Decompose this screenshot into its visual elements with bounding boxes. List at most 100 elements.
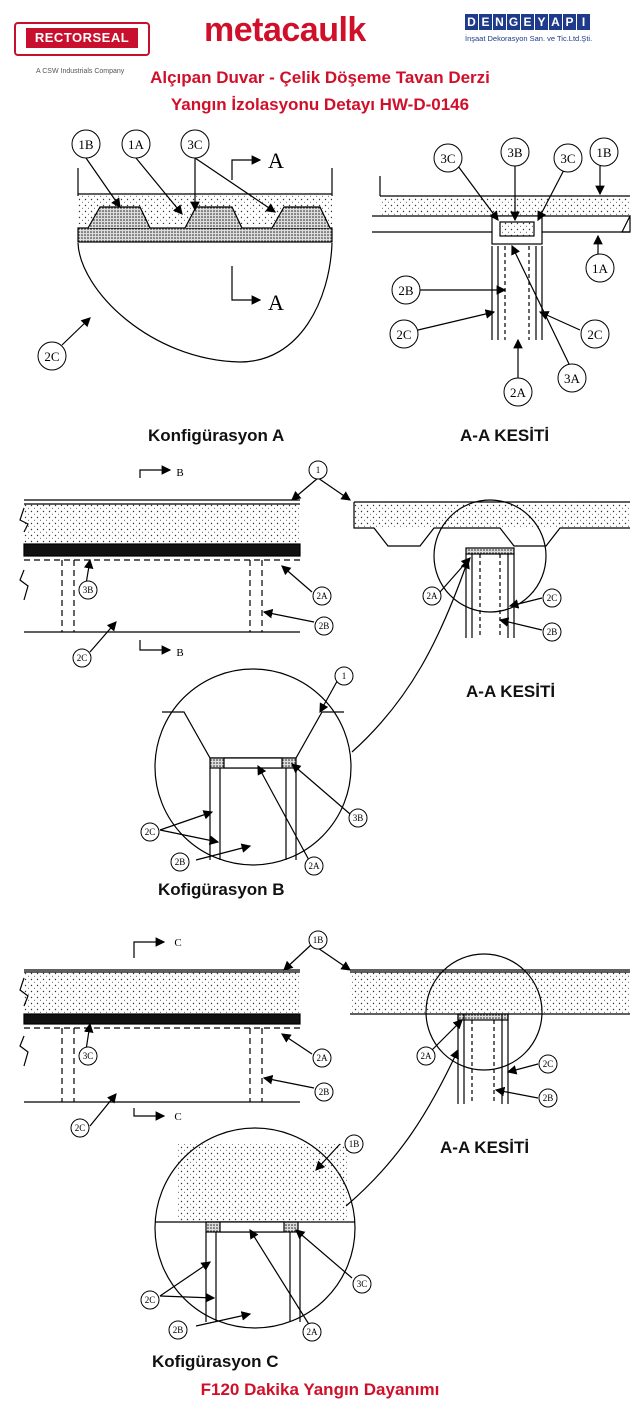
label-circle: 3C bbox=[433, 143, 463, 173]
label-circle: 3B bbox=[348, 808, 368, 828]
label-circle: 3C bbox=[78, 1046, 98, 1066]
svg-text:2B: 2B bbox=[543, 1093, 554, 1103]
section-mark-b-top: B bbox=[176, 467, 183, 479]
config-a-section-view bbox=[372, 165, 631, 378]
svg-text:1: 1 bbox=[342, 671, 347, 681]
section-mark-c-bottom: C bbox=[174, 1111, 181, 1123]
dengeyapi-logo-letter: N bbox=[493, 14, 506, 30]
label-circle: 2A bbox=[422, 586, 442, 606]
label-circle: 2A bbox=[416, 1046, 436, 1066]
label-circle: 3B bbox=[500, 137, 530, 167]
svg-text:2C: 2C bbox=[77, 653, 88, 663]
label-circle: 1B bbox=[308, 930, 328, 950]
label-circle: 3C bbox=[352, 1274, 372, 1294]
config-b-labels: B B 1 3B 2A 2B 2C 2A 2C 2B 1 2C 2B 3B 2A bbox=[72, 460, 562, 876]
label-circle: 2A bbox=[304, 856, 324, 876]
rectorseal-logo-text: RECTORSEAL bbox=[26, 28, 138, 48]
svg-text:3C: 3C bbox=[357, 1279, 368, 1289]
label-circle: 2A bbox=[503, 377, 533, 407]
config-c-section-view bbox=[345, 953, 630, 1207]
label-circle: 2A bbox=[302, 1322, 322, 1342]
label-circle: 1B bbox=[71, 129, 101, 159]
metacaulk-logo: metacaulk bbox=[204, 11, 366, 49]
svg-text:3B: 3B bbox=[507, 145, 523, 160]
label-circle: 1A bbox=[121, 129, 151, 159]
svg-text:1B: 1B bbox=[349, 1139, 360, 1149]
config-b-detail-circle bbox=[154, 668, 352, 866]
svg-text:2B: 2B bbox=[547, 627, 558, 637]
label-circle: 2C bbox=[70, 1118, 90, 1138]
svg-text:2A: 2A bbox=[307, 1327, 319, 1337]
svg-text:3B: 3B bbox=[353, 813, 364, 823]
config-c-detail-circle bbox=[154, 1127, 356, 1329]
config-b-plan-view bbox=[19, 465, 351, 655]
svg-text:2B: 2B bbox=[175, 857, 186, 867]
svg-text:1A: 1A bbox=[592, 261, 609, 276]
svg-text:2A: 2A bbox=[510, 385, 527, 400]
dengeyapi-logo-letter: Y bbox=[535, 14, 548, 30]
label-circle: 3C bbox=[180, 129, 210, 159]
label-circle: 2C bbox=[140, 822, 160, 842]
label-circle: 1A bbox=[585, 253, 615, 283]
svg-text:3C: 3C bbox=[83, 1051, 94, 1061]
config-a-plan-view bbox=[61, 155, 333, 363]
dengeyapi-logo-letter: P bbox=[563, 14, 576, 30]
svg-text:2C: 2C bbox=[145, 1295, 156, 1305]
svg-text:2C: 2C bbox=[543, 1059, 554, 1069]
svg-text:3C: 3C bbox=[440, 151, 455, 166]
svg-text:2B: 2B bbox=[398, 283, 414, 298]
label-circle: 2B bbox=[391, 275, 421, 305]
svg-text:1B: 1B bbox=[78, 137, 94, 152]
svg-text:2C: 2C bbox=[396, 327, 411, 342]
config-a-section-caption: A-A KESİTİ bbox=[460, 426, 550, 445]
title-line-1: Alçıpan Duvar - Çelik Döşeme Tavan Derzi bbox=[150, 68, 490, 87]
rectorseal-logo: RECTORSEAL A CSW Industrials Company bbox=[6, 14, 150, 75]
label-circle: 2C bbox=[542, 588, 562, 608]
label-circle: 2B bbox=[314, 1082, 334, 1102]
label-circle: 2C bbox=[37, 341, 67, 371]
label-circle: 3C bbox=[553, 143, 583, 173]
label-circle: 1 bbox=[334, 666, 354, 686]
svg-text:1B: 1B bbox=[596, 145, 612, 160]
svg-text:2A: 2A bbox=[421, 1051, 433, 1061]
svg-text:3C: 3C bbox=[560, 151, 575, 166]
svg-text:2C: 2C bbox=[547, 593, 558, 603]
dengeyapi-logo-letter: E bbox=[521, 14, 534, 30]
svg-text:2A: 2A bbox=[309, 861, 321, 871]
dengeyapi-logo-subtitle: İnşaat Dekorasyon San. ve Tic.Ltd.Şti. bbox=[465, 34, 593, 43]
label-circle: 3B bbox=[78, 580, 98, 600]
section-mark-b-bottom: B bbox=[176, 647, 183, 659]
dengeyapi-logo-letter: G bbox=[507, 14, 520, 30]
label-circle: 1B bbox=[344, 1134, 364, 1154]
svg-text:3A: 3A bbox=[564, 371, 581, 386]
label-circle: 2C bbox=[389, 319, 419, 349]
config-a-caption: Konfigürasyon A bbox=[148, 426, 285, 445]
label-circle: 2A bbox=[312, 586, 332, 606]
dengeyapi-logo-letter: I bbox=[577, 14, 590, 30]
config-c-labels: C C 1B 3C 2A 2B 2C 2A 2C 2B 1B 2C 2B 3C … bbox=[70, 930, 558, 1342]
section-mark-a-bottom: A bbox=[268, 290, 284, 315]
label-circle: 2B bbox=[170, 852, 190, 872]
label-circle: 2B bbox=[542, 622, 562, 642]
section-mark-c-top: C bbox=[174, 937, 181, 949]
svg-text:2B: 2B bbox=[173, 1325, 184, 1335]
svg-text:2C: 2C bbox=[75, 1123, 86, 1133]
label-circle: 3A bbox=[557, 363, 587, 393]
svg-text:2C: 2C bbox=[587, 327, 602, 342]
title-line-2: Yangın İzolasyonu Detayı HW-D-0146 bbox=[170, 95, 470, 114]
svg-text:1B: 1B bbox=[313, 935, 324, 945]
config-b-caption: Kofigürasyon B bbox=[158, 880, 285, 899]
svg-text:3B: 3B bbox=[83, 585, 94, 595]
svg-text:3C: 3C bbox=[187, 137, 202, 152]
svg-text:2C: 2C bbox=[44, 349, 59, 364]
config-c-caption: Kofigürasyon C bbox=[152, 1352, 279, 1371]
label-circle: 1 bbox=[308, 460, 328, 480]
svg-text:2B: 2B bbox=[319, 1087, 330, 1097]
dengeyapi-logo-letter: A bbox=[549, 14, 562, 30]
label-circle: 2B bbox=[168, 1320, 188, 1340]
dengeyapi-logo-letter: D bbox=[465, 14, 478, 30]
label-circle: 2C bbox=[72, 648, 92, 668]
